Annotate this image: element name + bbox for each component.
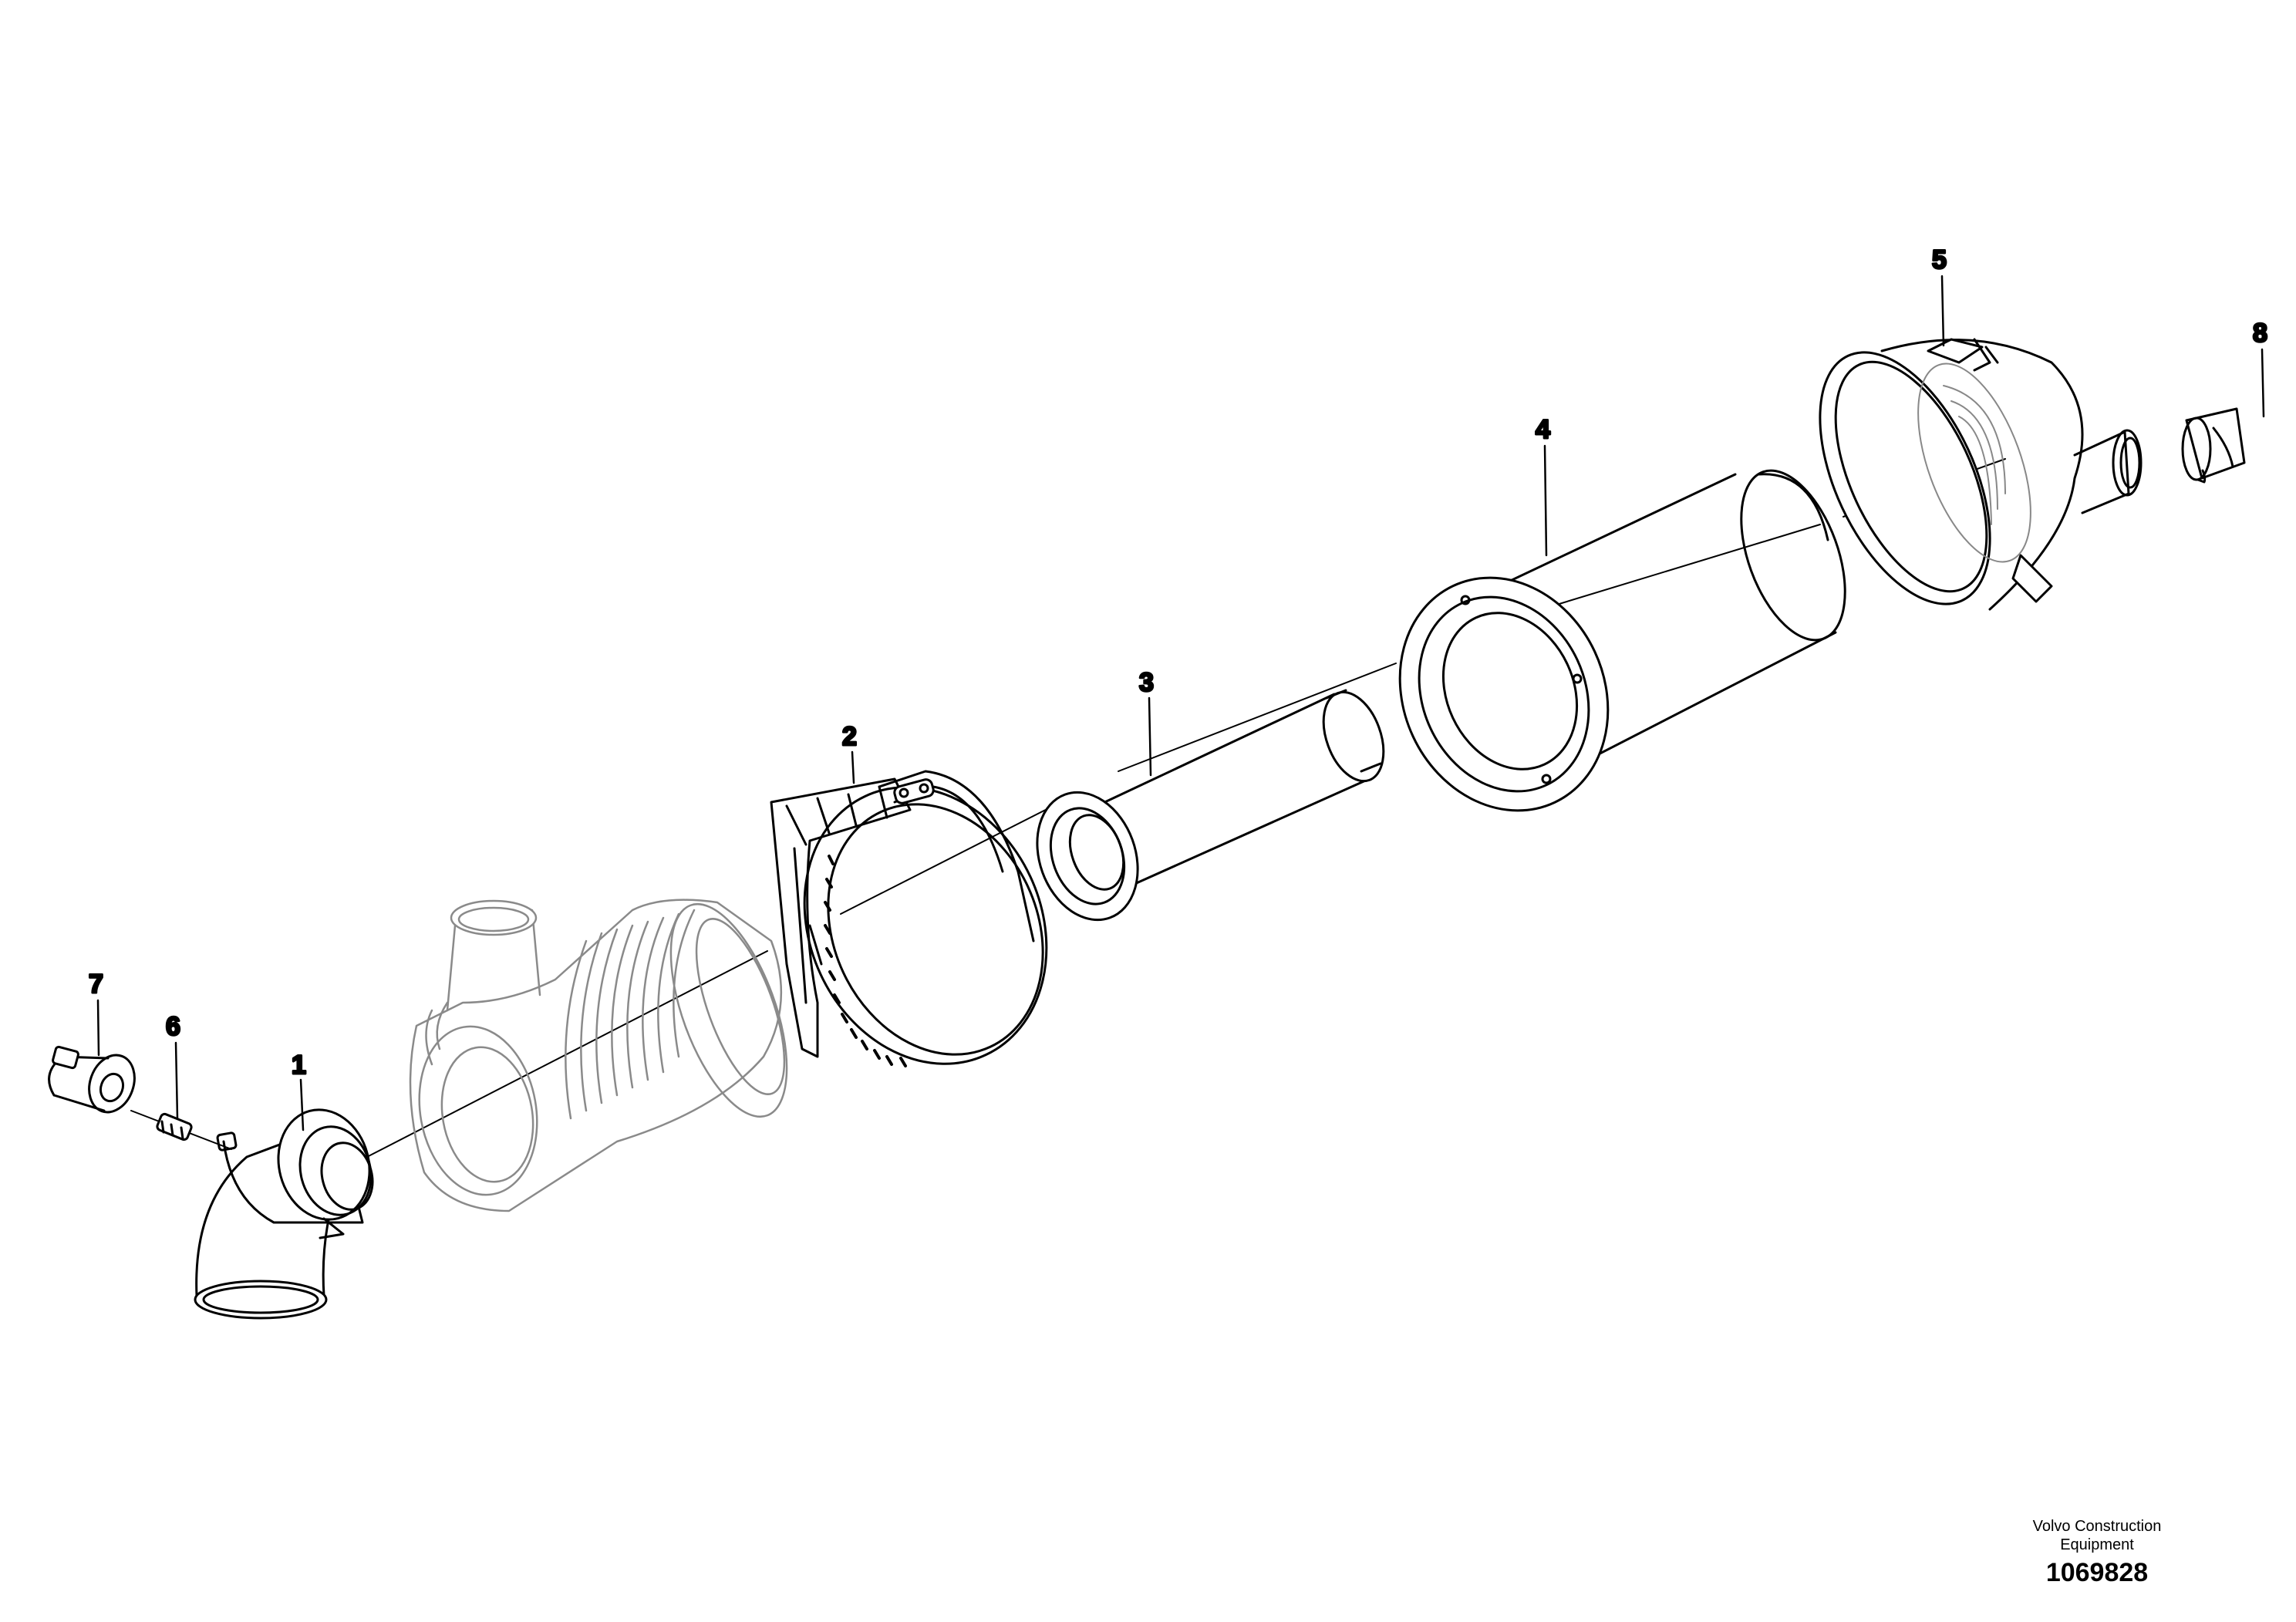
callout-8: 8 [2253, 319, 2267, 348]
callout-1: 1 [292, 1050, 306, 1080]
callout-2: 2 [842, 722, 857, 751]
callout-4: 4 [1536, 415, 1550, 444]
intake-elbow [194, 1108, 374, 1320]
drawing-number: 1069828 [2045, 1558, 2149, 1587]
callout-7: 7 [89, 969, 103, 999]
leader-lines [96, 275, 2265, 1131]
primary-filter-element [1398, 469, 1846, 812]
pressure-sensor [156, 1112, 193, 1141]
callout-6: 6 [166, 1012, 180, 1041]
sensor-connector [48, 1045, 136, 1114]
secondary-filter-element [1036, 689, 1385, 922]
air-filter-housing [409, 899, 788, 1212]
vacuator-valve [2181, 407, 2246, 484]
credit-line-1: Volvo Construction [2032, 1518, 2162, 1535]
callout-3: 3 [1139, 668, 1154, 697]
assembly-axis-line [362, 458, 2006, 1160]
callout-5: 5 [1932, 245, 1947, 275]
credit-line-2: Equipment [2060, 1536, 2134, 1553]
mounting-bracket [770, 770, 1048, 1067]
housing-cover [1819, 338, 2143, 611]
